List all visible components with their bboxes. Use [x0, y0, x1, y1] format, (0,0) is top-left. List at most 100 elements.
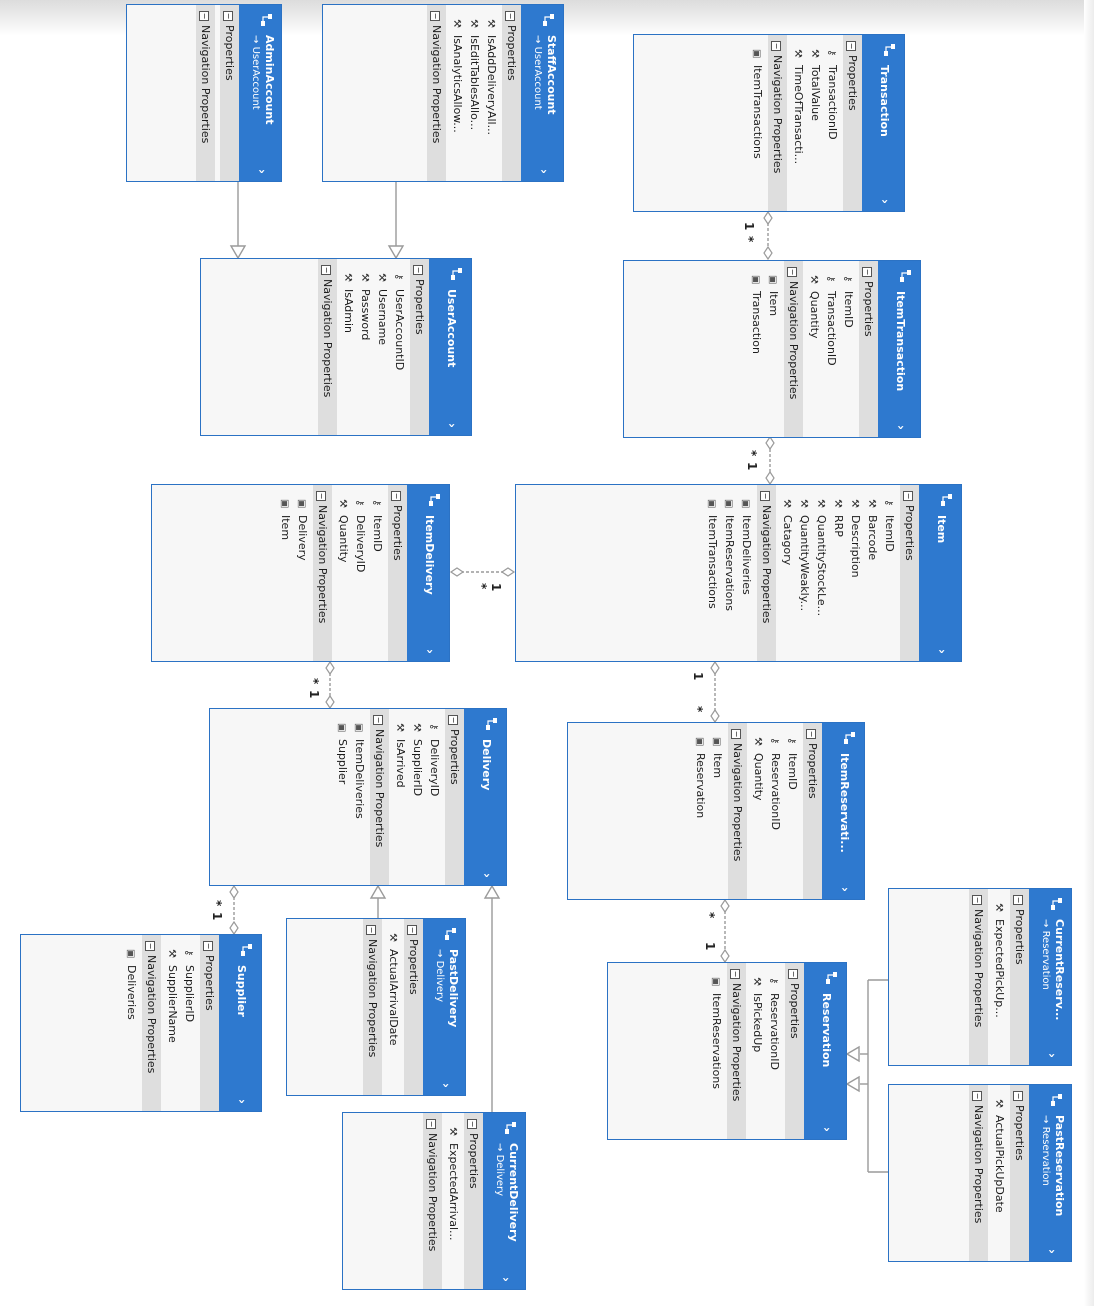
properties-section-header[interactable]: −Properties: [1010, 1085, 1029, 1261]
properties-section-header[interactable]: −Properties: [388, 485, 407, 661]
entity-itemdelivery[interactable]: ItemDelivery›−Properties⚷ItemID⚷Delivery…: [151, 484, 450, 662]
collapse-box-icon[interactable]: −: [467, 1119, 477, 1129]
navigation-property-row[interactable]: ▣ItemDeliveries: [351, 709, 368, 885]
property-row[interactable]: ⚒Username: [374, 259, 391, 435]
collapse-box-icon[interactable]: −: [223, 11, 233, 21]
collapse-box-icon[interactable]: −: [321, 265, 331, 275]
properties-section-header[interactable]: −Properties: [200, 935, 219, 1111]
collapse-box-icon[interactable]: −: [199, 11, 209, 21]
entity-header[interactable]: Item›: [919, 485, 961, 661]
collapse-box-icon[interactable]: −: [806, 729, 816, 739]
chevron-icon[interactable]: ›: [820, 1127, 834, 1132]
entity-reservation[interactable]: Reservation›−Properties⚷ReservationID⚒Is…: [607, 962, 847, 1140]
navigation-property-row[interactable]: ▣Item: [709, 723, 726, 899]
collapse-box-icon[interactable]: −: [373, 715, 383, 725]
property-row[interactable]: ⚷ItemID: [881, 485, 898, 661]
chevron-icon[interactable]: ›: [255, 169, 269, 174]
entity-header[interactable]: CurrentDelivery→ Delivery›: [483, 1113, 525, 1289]
property-row[interactable]: ⚷ReservationID: [767, 723, 784, 899]
collapse-box-icon[interactable]: −: [203, 941, 213, 951]
properties-section-header[interactable]: −Properties: [220, 5, 239, 181]
chevron-icon[interactable]: ›: [423, 649, 437, 654]
property-row[interactable]: ⚒Password: [357, 259, 374, 435]
collapse-box-icon[interactable]: −: [316, 491, 326, 501]
chevron-icon[interactable]: ›: [445, 423, 459, 428]
property-row[interactable]: ⚒SupplierID: [409, 709, 426, 885]
entity-currentdelivery[interactable]: CurrentDelivery→ Delivery›−Properties⚒Ex…: [342, 1112, 526, 1290]
entity-staffaccount[interactable]: StaffAccount→ UserAccount›−Properties⚒Is…: [322, 4, 564, 182]
navigation-property-row[interactable]: ▣ItemDeliveries: [738, 485, 755, 661]
properties-section-header[interactable]: −Properties: [404, 919, 423, 1095]
navigation-properties-section-header[interactable]: −Navigation Properties: [969, 1085, 988, 1261]
chevron-icon[interactable]: ›: [1045, 1053, 1059, 1058]
chevron-icon[interactable]: ›: [439, 1083, 453, 1088]
property-row[interactable]: ⚷ItemID: [369, 485, 386, 661]
navigation-property-row[interactable]: ▣Supplier: [334, 709, 351, 885]
property-row[interactable]: ⚒TotalValue: [807, 35, 824, 211]
property-row[interactable]: ⚷ReservationID: [766, 963, 783, 1139]
entity-header[interactable]: Reservation›: [804, 963, 846, 1139]
property-row[interactable]: ⚷TransactionID: [823, 261, 840, 437]
property-row[interactable]: ⚒Barcode: [864, 485, 881, 661]
collapse-box-icon[interactable]: −: [760, 491, 770, 501]
navigation-properties-section-header[interactable]: −Navigation Properties: [969, 889, 988, 1065]
property-row[interactable]: ⚒Quantity: [750, 723, 767, 899]
properties-section-header[interactable]: −Properties: [1010, 889, 1029, 1065]
property-row[interactable]: ⚷TransactionID: [824, 35, 841, 211]
chevron-icon[interactable]: ›: [235, 1099, 249, 1104]
property-row[interactable]: ⚒Quantity: [335, 485, 352, 661]
property-row[interactable]: ⚷ItemID: [784, 723, 801, 899]
entity-header[interactable]: ItemTransaction›: [878, 261, 920, 437]
entity-header[interactable]: PastReservation→ Reservation›: [1029, 1085, 1071, 1261]
navigation-properties-section-header[interactable]: −Navigation Properties: [727, 963, 746, 1139]
entity-header[interactable]: CurrentReserv...→ Reservation›: [1029, 889, 1071, 1065]
property-row[interactable]: ⚷ItemID: [840, 261, 857, 437]
property-row[interactable]: ⚷DeliveryID: [352, 485, 369, 661]
collapse-box-icon[interactable]: −: [730, 969, 740, 979]
collapse-box-icon[interactable]: −: [787, 267, 797, 277]
entity-useraccount[interactable]: UserAccount›−Properties⚷UserAccountID⚒Us…: [200, 258, 472, 436]
entity-currentreservation[interactable]: CurrentReserv...→ Reservation›−Propertie…: [888, 888, 1072, 1066]
navigation-properties-section-header[interactable]: −Navigation Properties: [318, 259, 337, 435]
property-row[interactable]: ⚒ActualArrivalDate: [385, 919, 402, 1095]
properties-section-header[interactable]: −Properties: [900, 485, 919, 661]
navigation-properties-section-header[interactable]: −Navigation Properties: [427, 5, 446, 181]
entity-header[interactable]: StaffAccount→ UserAccount›: [521, 5, 563, 181]
property-row[interactable]: ⚒TimeOfTransacti...: [790, 35, 807, 211]
property-row[interactable]: ⚒IsAddDeliveryAll...: [483, 5, 500, 181]
property-row[interactable]: ⚷UserAccountID: [391, 259, 408, 435]
navigation-properties-section-header[interactable]: −Navigation Properties: [423, 1113, 442, 1289]
navigation-properties-section-header[interactable]: −Navigation Properties: [728, 723, 747, 899]
property-row[interactable]: ⚒IsEditTablesAllo...: [466, 5, 483, 181]
navigation-properties-section-header[interactable]: −Navigation Properties: [784, 261, 803, 437]
collapse-box-icon[interactable]: −: [407, 925, 417, 935]
navigation-property-row[interactable]: ▣Item: [765, 261, 782, 437]
property-row[interactable]: ⚒ExpectedArrival...: [445, 1113, 462, 1289]
collapse-box-icon[interactable]: −: [972, 895, 982, 905]
collapse-box-icon[interactable]: −: [505, 11, 515, 21]
collapse-box-icon[interactable]: −: [862, 267, 872, 277]
chevron-icon[interactable]: ›: [537, 169, 551, 174]
collapse-box-icon[interactable]: −: [366, 925, 376, 935]
collapse-box-icon[interactable]: −: [1013, 895, 1023, 905]
navigation-property-row[interactable]: ▣Transaction: [748, 261, 765, 437]
entity-itemreservation[interactable]: ItemReservati...›−Properties⚷ItemID⚷Rese…: [567, 722, 865, 900]
property-row[interactable]: ⚷DeliveryID: [426, 709, 443, 885]
entity-transaction[interactable]: Transaction›−Properties⚷TransactionID⚒To…: [633, 34, 905, 212]
entity-header[interactable]: ItemDelivery›: [407, 485, 449, 661]
entity-header[interactable]: Transaction›: [862, 35, 904, 211]
property-row[interactable]: ⚒QuantityWeakly...: [796, 485, 813, 661]
collapse-box-icon[interactable]: −: [1013, 1091, 1023, 1101]
property-row[interactable]: ⚒ExpectedPickUp...: [991, 889, 1008, 1065]
chevron-icon[interactable]: ›: [1045, 1249, 1059, 1254]
property-row[interactable]: ⚒IsArrived: [392, 709, 409, 885]
entity-itemtransaction[interactable]: ItemTransaction›−Properties⚷ItemID⚷Trans…: [623, 260, 921, 438]
properties-section-header[interactable]: −Properties: [843, 35, 862, 211]
collapse-box-icon[interactable]: −: [145, 941, 155, 951]
chevron-icon[interactable]: ›: [499, 1277, 513, 1282]
navigation-property-row[interactable]: ▣ItemTransactions: [704, 485, 721, 661]
property-row[interactable]: ⚷SupplierID: [181, 935, 198, 1111]
navigation-property-row[interactable]: ▣Deliveries: [123, 935, 140, 1111]
property-row[interactable]: ⚒ActualPickUpDate: [991, 1085, 1008, 1261]
properties-section-header[interactable]: −Properties: [502, 5, 521, 181]
